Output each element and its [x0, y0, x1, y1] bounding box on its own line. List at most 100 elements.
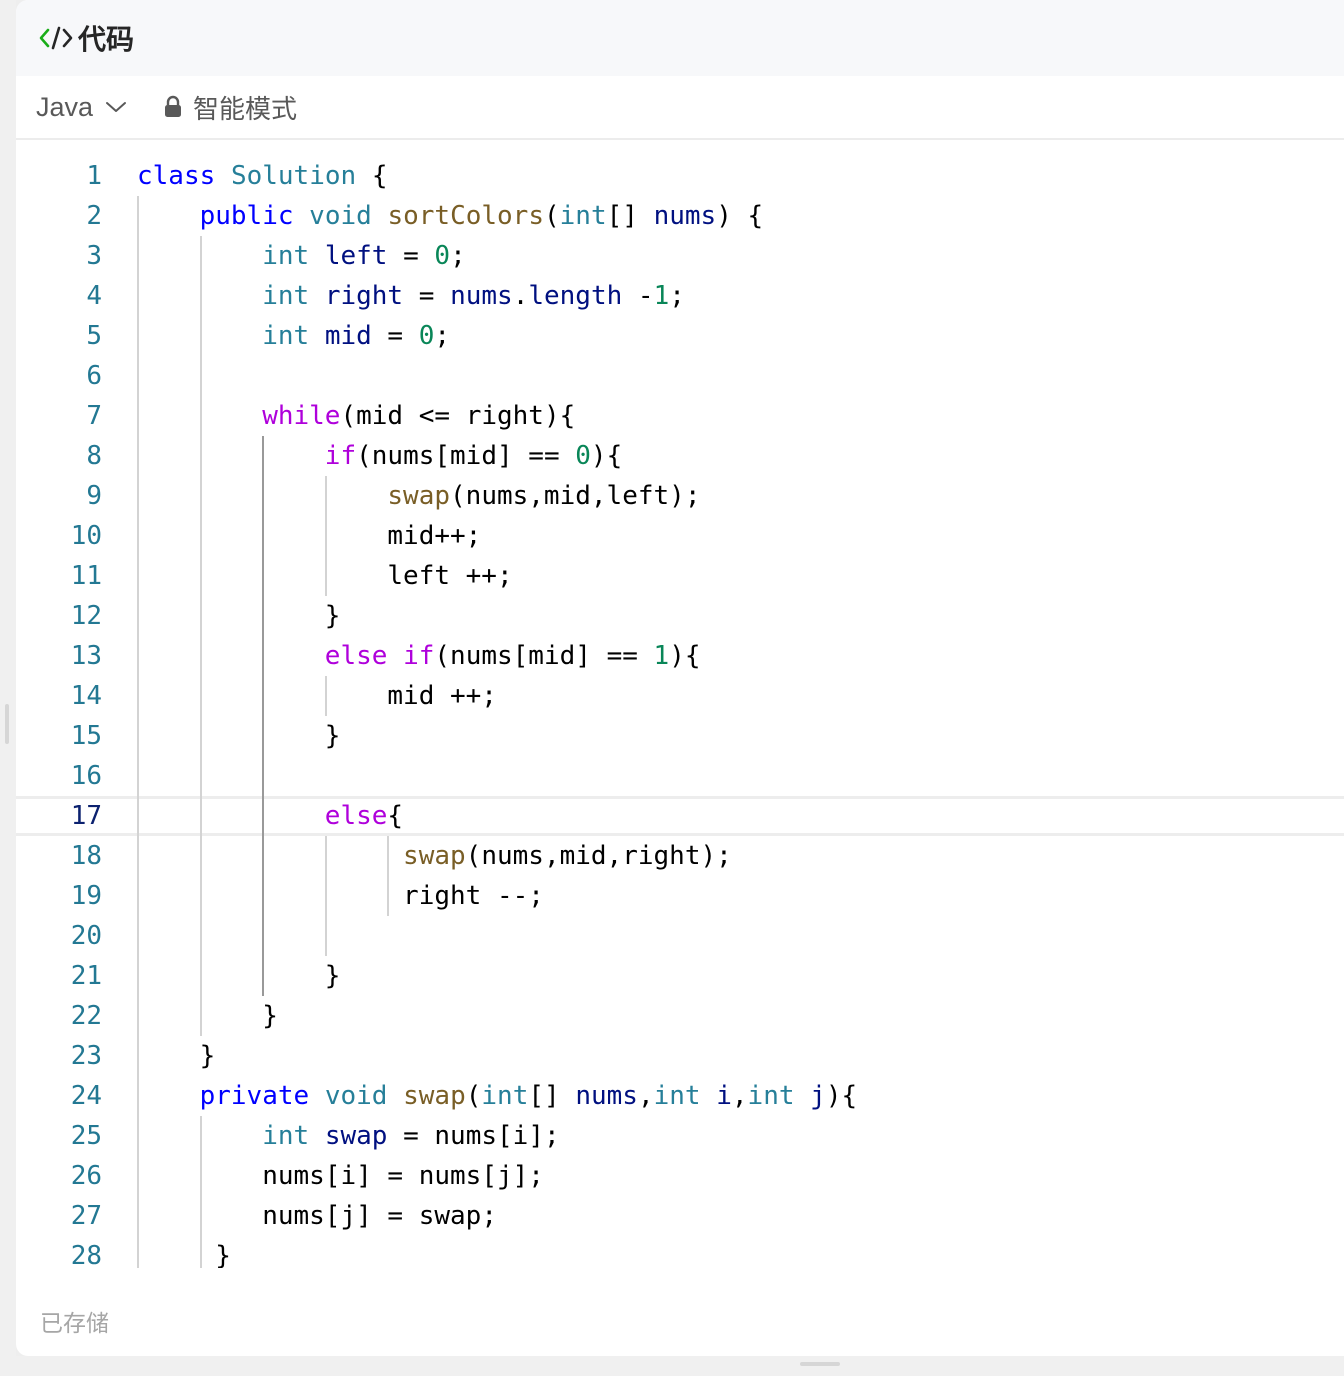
code-token: int — [262, 321, 310, 351]
code-text: public void sortColors(int[] nums) { — [200, 196, 764, 236]
code-text: else{ — [325, 799, 403, 833]
code-token: ){ — [825, 1081, 858, 1111]
line-number: 9 — [86, 481, 102, 511]
code-text: int swap = nums[i]; — [262, 1116, 559, 1156]
code-token: ; — [669, 281, 685, 311]
code-line[interactable]: 20 — [16, 916, 1344, 956]
code-line[interactable]: 19 right --; — [16, 876, 1344, 916]
code-line[interactable]: 22} — [16, 996, 1344, 1036]
code-token: void — [324, 1081, 388, 1111]
code-token — [309, 1121, 325, 1151]
left-resize-handle[interactable] — [5, 704, 9, 744]
line-number: 28 — [70, 1241, 102, 1268]
bottom-panel-edge — [16, 1356, 1344, 1376]
code-token: while — [262, 401, 341, 431]
code-token: left — [324, 241, 388, 271]
line-number: 4 — [86, 281, 102, 311]
code-line[interactable]: 17 else{ — [16, 796, 1344, 836]
line-number: 7 — [86, 401, 102, 431]
line-number: 24 — [70, 1081, 102, 1111]
code-token: ; — [434, 321, 451, 351]
code-line[interactable]: 16 — [16, 756, 1344, 796]
code-line[interactable]: 7 while(mid <= right){ — [16, 396, 1344, 436]
code-text: } — [200, 1036, 216, 1076]
indent-guide — [324, 836, 327, 956]
smart-mode-label: 智能模式 — [193, 94, 298, 125]
indent-guide — [387, 836, 390, 916]
code-token: (nums[mid] == — [434, 641, 654, 671]
code-token: right — [324, 281, 404, 311]
code-token: } — [324, 721, 341, 751]
code-text: } — [325, 596, 341, 636]
smart-mode[interactable]: 智能模式 — [163, 89, 297, 126]
code-text: int mid = 0; — [262, 316, 450, 356]
code-line[interactable]: 6 — [16, 356, 1344, 396]
code-line[interactable]: 21} — [16, 956, 1344, 996]
code-token — [309, 321, 325, 351]
code-token: (mid <= right){ — [340, 401, 576, 431]
code-line[interactable]: 12} — [16, 596, 1344, 636]
code-token: nums — [450, 281, 513, 311]
line-number: 22 — [70, 1001, 102, 1031]
code-token: 1 — [653, 281, 670, 311]
indent-guide — [137, 196, 139, 1268]
code-text: else if(nums[mid] == 1){ — [325, 636, 701, 676]
code-token: . — [512, 281, 529, 311]
code-token: ( — [465, 1081, 482, 1111]
code-token: ){ — [669, 641, 701, 671]
code-token: 1 — [653, 641, 670, 671]
code-text: } — [215, 1236, 231, 1268]
code-token: ){ — [590, 441, 623, 471]
code-token: ( — [544, 201, 560, 231]
code-token: , — [731, 1081, 748, 1111]
line-number: 17 — [70, 801, 102, 831]
line-number: 19 — [70, 881, 102, 911]
indent-guide — [324, 476, 327, 596]
code-token: mid — [324, 321, 372, 351]
code-token: public — [199, 201, 294, 231]
code-line[interactable]: 15} — [16, 716, 1344, 756]
line-number: 16 — [70, 761, 102, 791]
code-text: int left = 0; — [262, 236, 466, 276]
code-line[interactable]: 2 public void sortColors(int[] nums) { — [16, 196, 1344, 236]
code-text: class Solution { — [137, 156, 387, 196]
code-token: 0 — [418, 321, 435, 351]
code-token: sortColors — [387, 201, 544, 231]
line-number: 14 — [70, 681, 102, 711]
code-token: int — [559, 201, 607, 231]
code-token: swap — [387, 481, 451, 511]
code-token: nums — [653, 201, 717, 231]
bottom-resize-handle[interactable] — [800, 1362, 840, 1366]
code-token: 0 — [575, 441, 591, 471]
code-line[interactable]: 28} — [16, 1236, 1344, 1268]
code-token: length — [528, 281, 623, 311]
code-text: } — [325, 956, 341, 996]
code-token — [294, 201, 310, 231]
code-token: } — [199, 1041, 216, 1071]
code-line[interactable]: 23} — [16, 1036, 1344, 1076]
code-token: - — [622, 281, 654, 311]
code-token: nums[i] = nums[j]; — [262, 1161, 544, 1191]
code-token: if — [324, 441, 357, 471]
code-text: right --; — [403, 876, 544, 916]
line-number: 2 — [86, 201, 102, 231]
code-text: swap(nums,mid,right); — [403, 836, 732, 876]
code-token — [309, 281, 325, 311]
language-select[interactable]: Java — [36, 92, 127, 123]
